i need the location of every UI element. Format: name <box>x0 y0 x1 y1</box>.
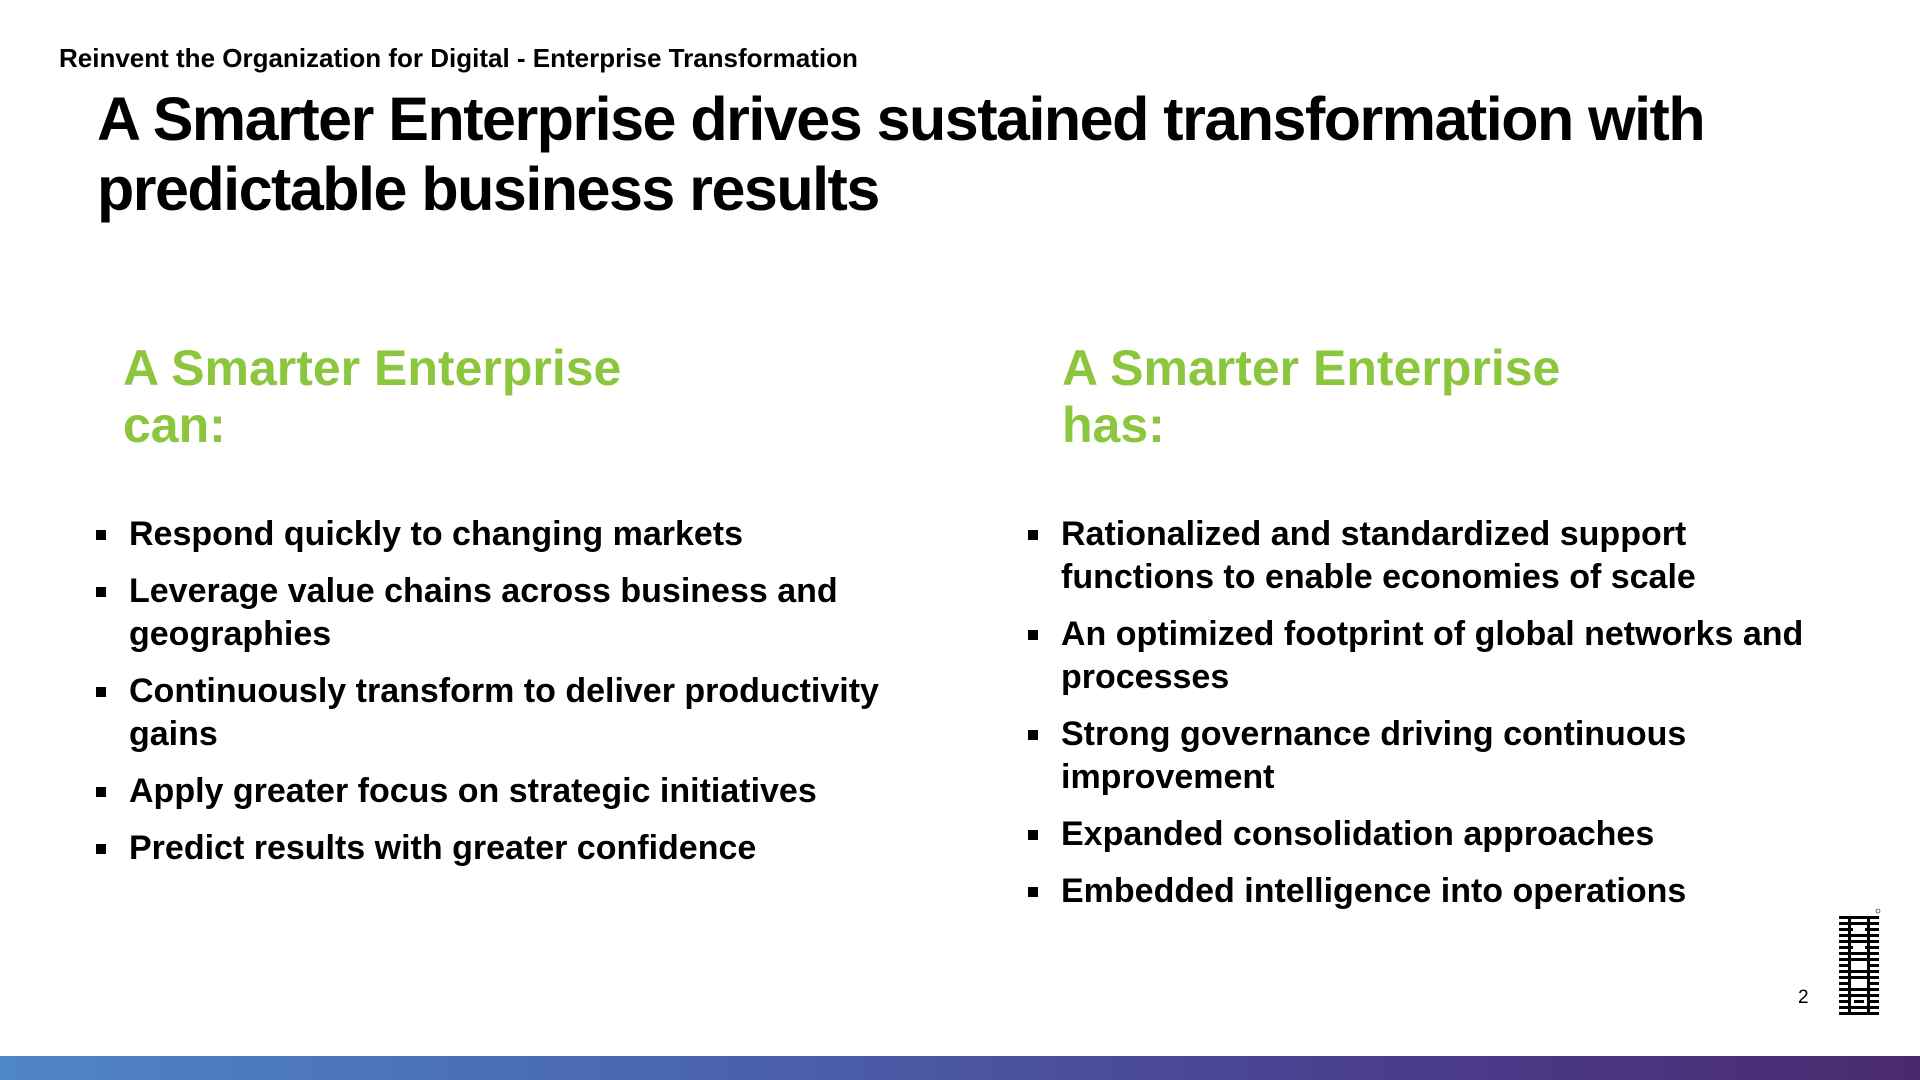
right-heading-line1: A Smarter Enterprise <box>1062 340 1561 396</box>
page-number: 2 <box>1798 987 1809 1008</box>
bullet-square-icon <box>1028 530 1038 540</box>
list-item-text: Rationalized and standardized support fu… <box>1061 515 1696 596</box>
list-item: Strong governance driving continuous imp… <box>1024 713 1844 799</box>
list-item: Predict results with greater confidence <box>92 827 892 870</box>
list-item-text: Strong governance driving continuous imp… <box>1061 715 1687 796</box>
list-item-text: An optimized footprint of global network… <box>1061 615 1804 696</box>
right-bullet-list: Rationalized and standardized support fu… <box>1024 513 1844 927</box>
list-item: Expanded consolidation approaches <box>1024 813 1844 856</box>
list-item-text: Apply greater focus on strategic initiat… <box>129 772 817 810</box>
bullet-square-icon <box>1028 630 1038 640</box>
left-heading-line2: can: <box>123 397 226 453</box>
list-item: Continuously transform to deliver produc… <box>92 670 892 756</box>
bullet-square-icon <box>96 787 106 797</box>
left-column-heading: A Smarter Enterprise can: <box>123 340 823 454</box>
bullet-square-icon <box>96 587 106 597</box>
bullet-square-icon <box>96 530 106 540</box>
slide-title: A Smarter Enterprise drives sustained tr… <box>97 85 1706 223</box>
list-item: Leverage value chains across business an… <box>92 570 892 656</box>
bullet-square-icon <box>96 844 106 854</box>
list-item-text: Expanded consolidation approaches <box>1061 815 1655 853</box>
list-item-text: Continuously transform to deliver produc… <box>129 672 879 753</box>
left-heading-line1: A Smarter Enterprise <box>123 340 622 396</box>
bullet-square-icon <box>1028 830 1038 840</box>
list-item-text: Respond quickly to changing markets <box>129 515 744 553</box>
bullet-square-icon <box>96 687 106 697</box>
list-item: Respond quickly to changing markets <box>92 513 892 556</box>
bullet-square-icon <box>1028 730 1038 740</box>
list-item: Embedded intelligence into operations <box>1024 870 1844 913</box>
list-item: An optimized footprint of global network… <box>1024 613 1844 699</box>
list-item-text: Predict results with greater confidence <box>129 829 757 867</box>
bottom-accent-bar <box>0 1056 1920 1080</box>
right-column-heading: A Smarter Enterprise has: <box>1062 340 1762 454</box>
bullet-square-icon <box>1028 887 1038 897</box>
list-item: Rationalized and standardized support fu… <box>1024 513 1844 599</box>
left-bullet-list: Respond quickly to changing markets Leve… <box>92 513 892 884</box>
list-item-text: Leverage value chains across business an… <box>129 572 838 653</box>
list-item: Apply greater focus on strategic initiat… <box>92 770 892 813</box>
list-item-text: Embedded intelligence into operations <box>1061 872 1687 910</box>
ibm-logo-icon <box>1839 908 1881 1015</box>
right-heading-line2: has: <box>1062 397 1165 453</box>
slide-kicker: Reinvent the Organization for Digital - … <box>59 43 858 73</box>
